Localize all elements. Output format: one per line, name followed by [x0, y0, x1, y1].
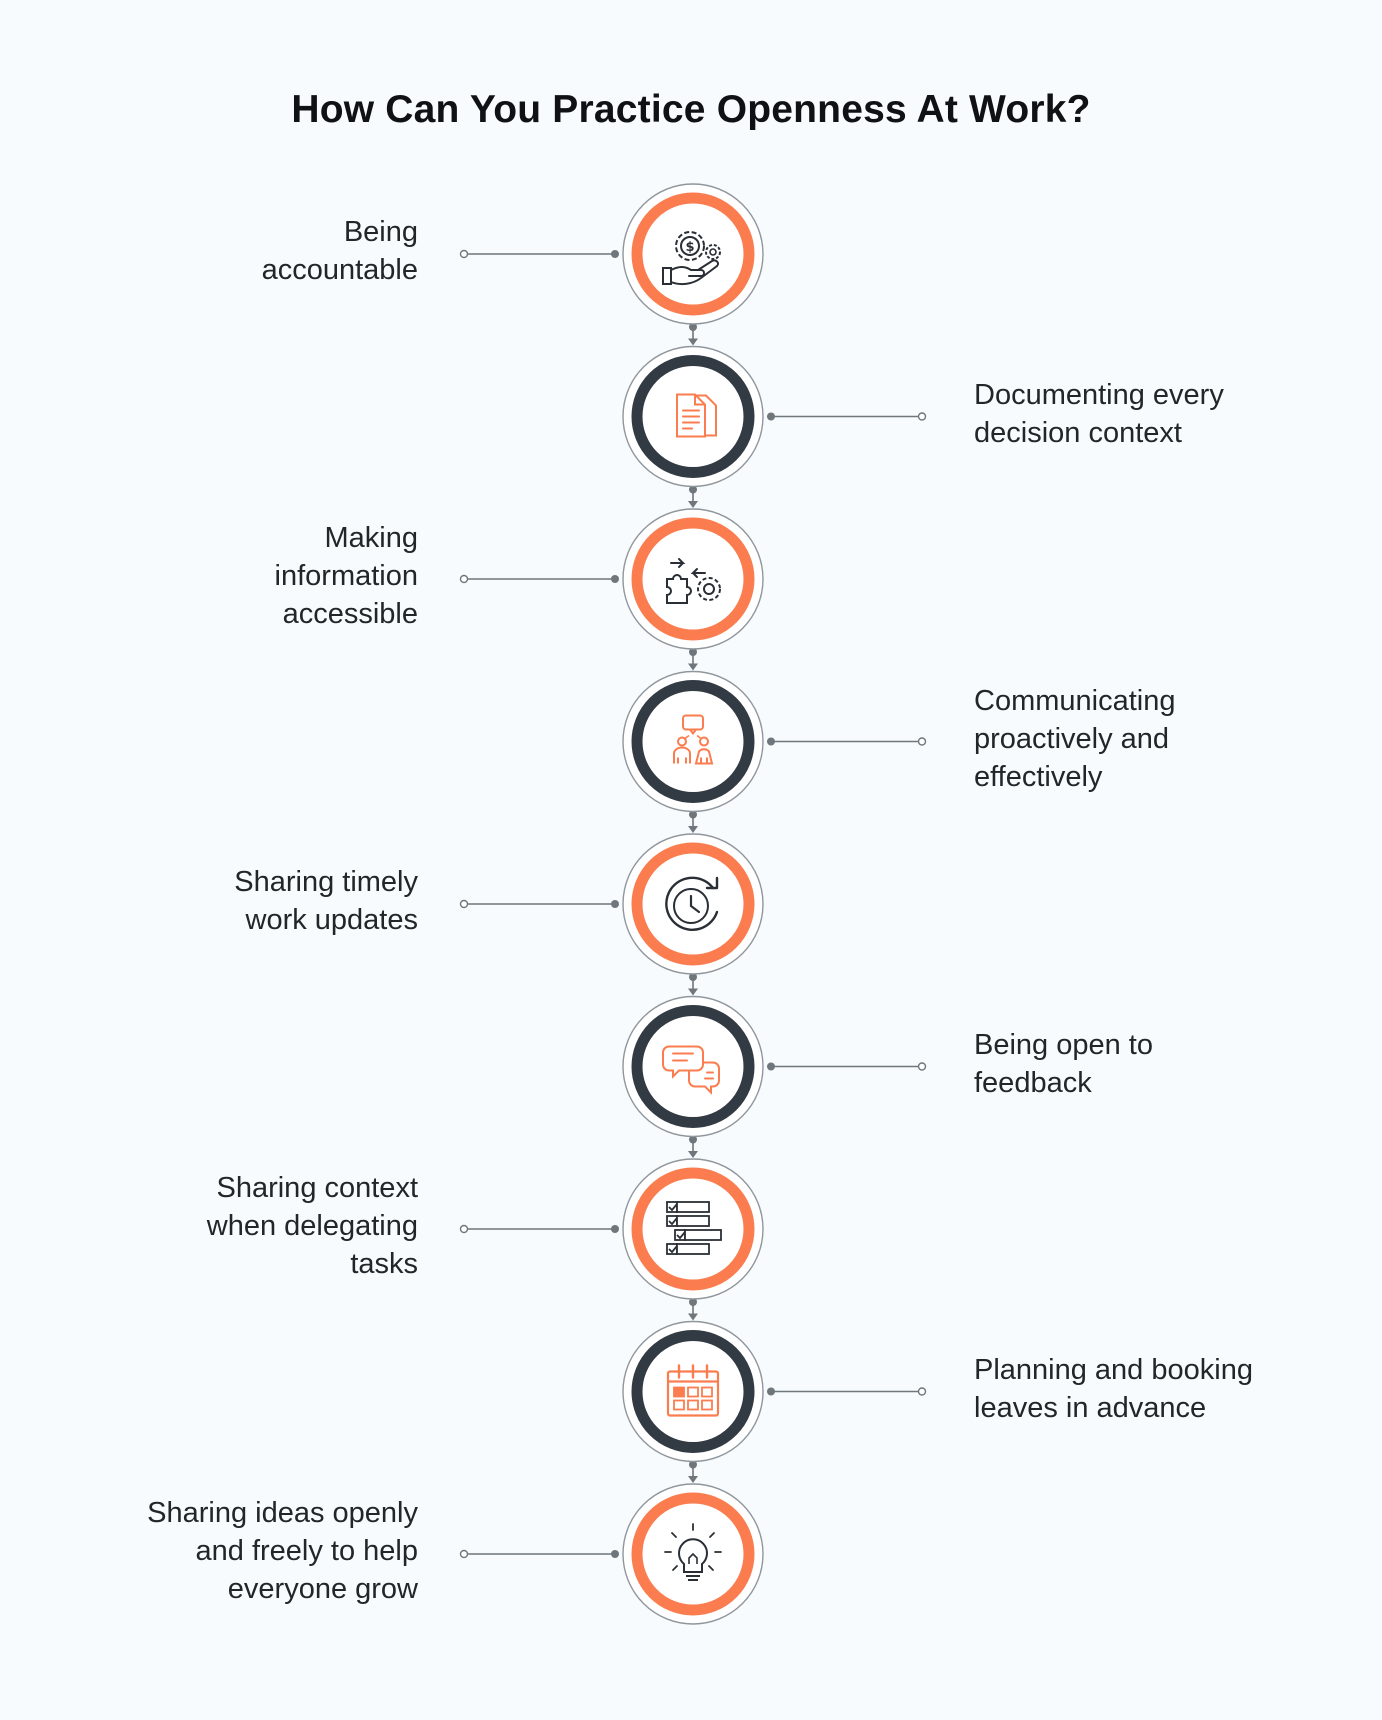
step-label: Planning and booking leaves in advance [974, 1353, 1253, 1424]
calendar-icon [666, 1364, 720, 1417]
step-ring [631, 517, 755, 641]
page-title: How Can You Practice Openness At Work? [291, 88, 1091, 131]
svg-text:$: $ [685, 240, 694, 255]
step-leader [459, 249, 619, 259]
step-node: $ [622, 183, 764, 325]
step-node [622, 1483, 764, 1625]
step-label: Documenting every decision context [974, 378, 1224, 449]
step-connector [688, 648, 698, 671]
step-connector [688, 810, 698, 833]
step-connector [688, 1135, 698, 1158]
step-label: Sharing timely work updates [234, 866, 418, 936]
process-flow-gear-icon [666, 558, 721, 604]
step-ring [631, 1330, 755, 1453]
step-node [622, 345, 764, 488]
step-leader [767, 737, 927, 746]
step-label: Being accountable [261, 216, 418, 286]
step-node [622, 1320, 764, 1463]
step-ring [631, 1167, 755, 1291]
step-leader [767, 412, 927, 421]
checklist-icon [666, 1201, 722, 1255]
step-node [622, 833, 764, 975]
step-label: Sharing context when delegating tasks [206, 1172, 418, 1280]
money-gear-hand-icon: $ [662, 231, 721, 286]
step-leader [459, 899, 619, 909]
clock-refresh-icon [665, 876, 719, 931]
step-ring [631, 842, 755, 966]
step-leader [767, 1387, 927, 1396]
chat-bubbles-icon [662, 1045, 720, 1095]
step-connector [688, 1298, 698, 1321]
step-connector [688, 485, 698, 508]
step-leader [459, 1549, 619, 1559]
step-node [622, 670, 764, 813]
step-label: Being open to feedback [974, 1028, 1153, 1099]
step-leader [459, 574, 619, 584]
step-node [622, 508, 764, 650]
step-ring [631, 680, 755, 803]
step-leader [459, 1224, 619, 1234]
people-conversation-icon [673, 714, 714, 765]
step-leader [767, 1062, 927, 1071]
lightbulb-icon [664, 1523, 722, 1581]
step-label: Making information accessible [274, 522, 418, 630]
step-label: Sharing ideas openly and freely to help … [147, 1497, 418, 1605]
documents-icon [676, 393, 717, 438]
step-connector [688, 1460, 698, 1483]
step-node [622, 1158, 764, 1300]
step-connector [688, 973, 698, 996]
step-label: Communicating proactively and effectivel… [974, 684, 1176, 793]
step-node [622, 995, 764, 1138]
step-connector [688, 323, 698, 346]
